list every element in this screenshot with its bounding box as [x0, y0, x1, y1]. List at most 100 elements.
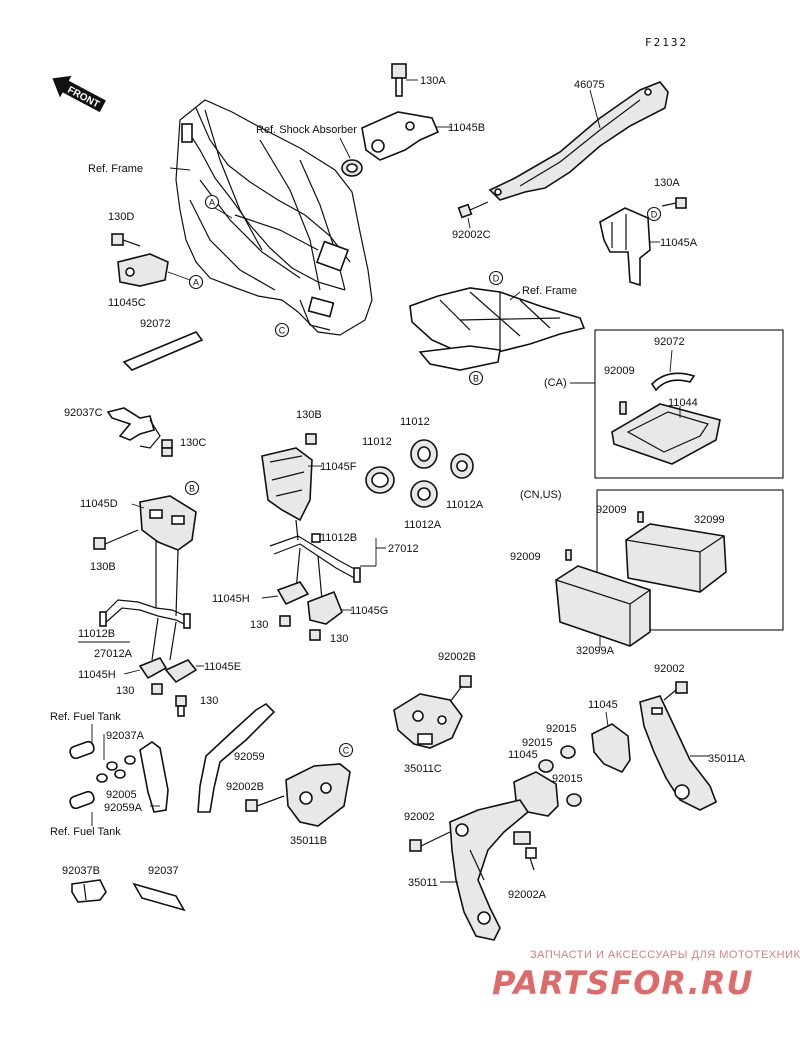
- ref-fuel-tank-2-label: Ref. Fuel Tank: [50, 826, 121, 838]
- harness-27012: [269, 519, 361, 601]
- callout-c-bracket: C: [338, 742, 354, 758]
- bolt-92002b: [449, 675, 472, 703]
- screw-92009-ca: [619, 401, 627, 415]
- bolt-130a-right: [661, 197, 687, 209]
- figure-code: F2132: [645, 36, 688, 49]
- bracket-11045h: [276, 581, 310, 606]
- harness-27012a: [99, 540, 191, 661]
- bracket-11045b: [361, 111, 452, 161]
- watermark-site: PARTSFOR.RU: [492, 964, 753, 1002]
- bracket-11045c: [117, 253, 191, 287]
- part-11045f-label: 11045F: [320, 461, 357, 473]
- part-92072-2-label: 92072: [654, 336, 685, 348]
- band-92072-left: [122, 331, 204, 371]
- bolt-130a-top: [391, 63, 418, 97]
- part-92072-label: 92072: [140, 318, 171, 330]
- sub-frame-drawing: [409, 287, 586, 371]
- bracket-35011b: [285, 763, 351, 827]
- bracket-11045a: [599, 207, 660, 287]
- part-92002-2-label: 92002: [404, 811, 435, 823]
- callout-c-frame: C: [274, 322, 290, 338]
- bolt-130b: [305, 433, 317, 445]
- nut-92015-a: [560, 745, 576, 759]
- bolt-130d: [111, 233, 141, 247]
- part-11012b-1-label: 11012B: [320, 532, 357, 544]
- band-92072-ca: [650, 349, 696, 392]
- svg-text:D: D: [493, 274, 500, 284]
- bolt-92002-right: [663, 681, 688, 701]
- part-46075-label: 46075: [574, 79, 605, 91]
- bracket-35011c: [393, 693, 463, 749]
- part-92059a-label: 92059A: [104, 802, 143, 814]
- canister-32099: [625, 511, 727, 593]
- bracket-11045h-left: [138, 657, 168, 680]
- callout-a-bracket: A: [188, 274, 204, 290]
- cn-us-box: [596, 489, 784, 631]
- bolt-130b-left: [93, 529, 139, 550]
- part-11012a-label: 11012A: [446, 499, 484, 511]
- ref-frame-label: Ref. Frame: [88, 163, 143, 175]
- cn-us-label: (CN,US): [520, 489, 562, 501]
- part-35011b-label: 35011B: [290, 835, 327, 847]
- part-130b-2-label: 130B: [90, 561, 116, 573]
- bolts-130-left: [151, 683, 187, 717]
- part-11012-label: 11012: [362, 436, 392, 448]
- part-92059-label: 92059: [234, 751, 265, 763]
- part-11012a-2-label: 11012A: [404, 519, 442, 531]
- bracket-35011: [440, 799, 530, 941]
- bracket-11045-right: [591, 711, 631, 774]
- part-92015-2-label: 92015: [522, 737, 553, 749]
- part-27012-label: 27012: [388, 543, 419, 555]
- ca-box: [594, 329, 784, 479]
- bolt-92002c: [457, 201, 489, 219]
- svg-text:B: B: [473, 374, 479, 384]
- main-frame-drawing: [169, 99, 373, 336]
- part-92002b-label: 92002B: [438, 651, 476, 663]
- bracket-11045g: [307, 590, 352, 625]
- part-92009-2-label: 92009: [596, 504, 627, 516]
- bracket-11045d: [131, 495, 197, 551]
- part-27012a-label: 27012A: [94, 648, 133, 660]
- hose-stubs-fuel-tank: [69, 740, 95, 810]
- part-92002b-2-label: 92002B: [226, 781, 264, 793]
- callout-a-frame: A: [204, 194, 233, 219]
- clip-92037b: [71, 879, 107, 903]
- watermark-tagline: ЗАПЧАСТИ И АКСЕССУАРЫ ДЛЯ МОТОТЕХНИКИ: [530, 949, 800, 961]
- svg-text:A: A: [193, 278, 199, 288]
- part-92037-label: 92037: [148, 865, 179, 877]
- callout-b-bracket: B: [184, 480, 200, 496]
- bolt-92002b-left: [245, 795, 285, 812]
- part-92009-label: 92009: [604, 365, 635, 377]
- bracket-35011a: [639, 695, 718, 811]
- hose-92059: [197, 702, 276, 813]
- part-11045-2-label: 11045: [508, 749, 538, 761]
- hose-92059a: [139, 741, 169, 813]
- ref-frame-2-label: Ref. Frame: [522, 285, 577, 297]
- bolts-130-mid: [279, 615, 321, 641]
- part-11045g-label: 11045G: [350, 605, 388, 617]
- part-32099a-label: 32099A: [576, 645, 615, 657]
- part-11045b-label: 11045B: [448, 122, 485, 134]
- part-11012b-label: 11012B: [78, 628, 115, 640]
- tray-11044: [611, 403, 721, 465]
- svg-text:C: C: [343, 746, 350, 756]
- canister-32099a: [555, 565, 651, 648]
- part-92015-3-label: 92015: [552, 773, 583, 785]
- ca-label: (CA): [544, 377, 567, 389]
- part-130d-label: 130D: [108, 211, 134, 223]
- bracket-46075: [488, 81, 669, 201]
- part-11045d-label: 11045D: [80, 498, 118, 510]
- part-130-2-label: 130: [330, 633, 348, 645]
- part-11045c-label: 11045C: [108, 297, 146, 309]
- part-35011c-label: 35011C: [404, 763, 442, 775]
- part-11045e-label: 11045E: [204, 661, 241, 673]
- callout-d-right: D: [646, 206, 662, 222]
- bushing-icon: [341, 159, 363, 177]
- part-11044-label: 11044: [668, 397, 698, 409]
- clamps-92037a: [96, 755, 136, 783]
- svg-text:B: B: [189, 484, 195, 494]
- screw-92009: [565, 549, 572, 561]
- part-35011a-label: 35011A: [708, 753, 746, 765]
- part-11045h-2-label: 11045H: [78, 669, 116, 681]
- part-92002-label: 92002: [654, 663, 685, 675]
